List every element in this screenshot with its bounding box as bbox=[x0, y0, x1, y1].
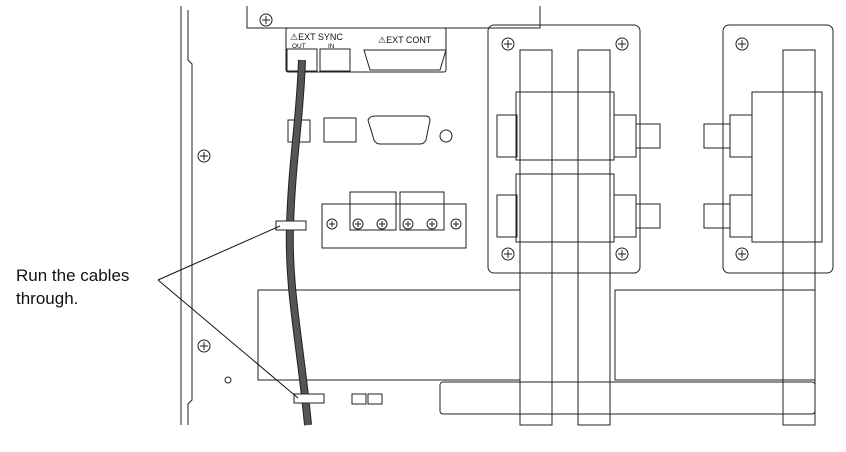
ext-sync-in-jack bbox=[319, 48, 351, 72]
round-jack bbox=[439, 129, 453, 143]
screw-icon bbox=[735, 247, 749, 261]
clamp-slot-1 bbox=[351, 393, 367, 405]
cable-clamp-upper bbox=[275, 220, 307, 231]
terminal-cover-2 bbox=[399, 191, 445, 231]
screw-icon bbox=[197, 339, 211, 353]
bolt-5 bbox=[729, 114, 753, 158]
callout-text: Run the cables through. bbox=[16, 264, 129, 310]
screw-icon bbox=[426, 218, 438, 230]
callout-line-2: through. bbox=[16, 289, 79, 308]
screw-icon bbox=[197, 149, 211, 163]
ext-cont-connector bbox=[363, 49, 447, 71]
tab-1 bbox=[635, 123, 661, 149]
lan-port bbox=[323, 117, 357, 143]
screw-icon bbox=[450, 218, 462, 230]
tab-3 bbox=[703, 123, 731, 149]
out-label: OUT bbox=[292, 43, 306, 50]
crossbar-3 bbox=[751, 91, 823, 243]
screw-icon bbox=[501, 37, 515, 51]
lower-panel-right bbox=[614, 289, 816, 381]
bolt-2 bbox=[496, 194, 518, 238]
busbar-3 bbox=[782, 49, 816, 426]
screw-icon bbox=[615, 37, 629, 51]
screw-icon bbox=[376, 218, 388, 230]
tab-4 bbox=[703, 203, 731, 229]
screw-icon bbox=[615, 247, 629, 261]
tab-2 bbox=[635, 203, 661, 229]
chassis-inner-edge bbox=[187, 10, 193, 425]
module-left bbox=[487, 24, 641, 274]
crossbar-2 bbox=[515, 173, 615, 243]
screw-icon bbox=[735, 37, 749, 51]
screw-icon bbox=[259, 13, 273, 27]
ext-sync-label: ⚠EXT SYNC bbox=[290, 32, 343, 42]
module-right bbox=[722, 24, 834, 274]
crossbar-1 bbox=[515, 91, 615, 161]
terminal-cover-1 bbox=[349, 191, 397, 231]
callout-line-1: Run the cables bbox=[16, 266, 130, 285]
screw-icon bbox=[352, 218, 364, 230]
clamp-slot-2 bbox=[367, 393, 383, 405]
bolt-1 bbox=[496, 114, 518, 158]
screw-icon bbox=[501, 247, 515, 261]
indicator-dot bbox=[224, 376, 232, 384]
in-label: IN bbox=[328, 43, 335, 50]
busbar-2 bbox=[577, 49, 611, 426]
screw-icon bbox=[402, 218, 414, 230]
bottom-rail bbox=[439, 381, 816, 415]
bolt-4 bbox=[613, 194, 637, 238]
callout-leader-lower bbox=[157, 279, 299, 399]
ext-cont-label: ⚠EXT CONT bbox=[378, 35, 432, 45]
d-sub-9-port bbox=[367, 115, 431, 145]
callout-leader-upper bbox=[157, 225, 281, 281]
bolt-6 bbox=[729, 194, 753, 238]
bolt-3 bbox=[613, 114, 637, 158]
busbar-1 bbox=[519, 49, 553, 426]
cable-clamp-lower bbox=[293, 393, 325, 404]
terminal-block bbox=[321, 203, 467, 249]
screw-icon bbox=[326, 218, 338, 230]
